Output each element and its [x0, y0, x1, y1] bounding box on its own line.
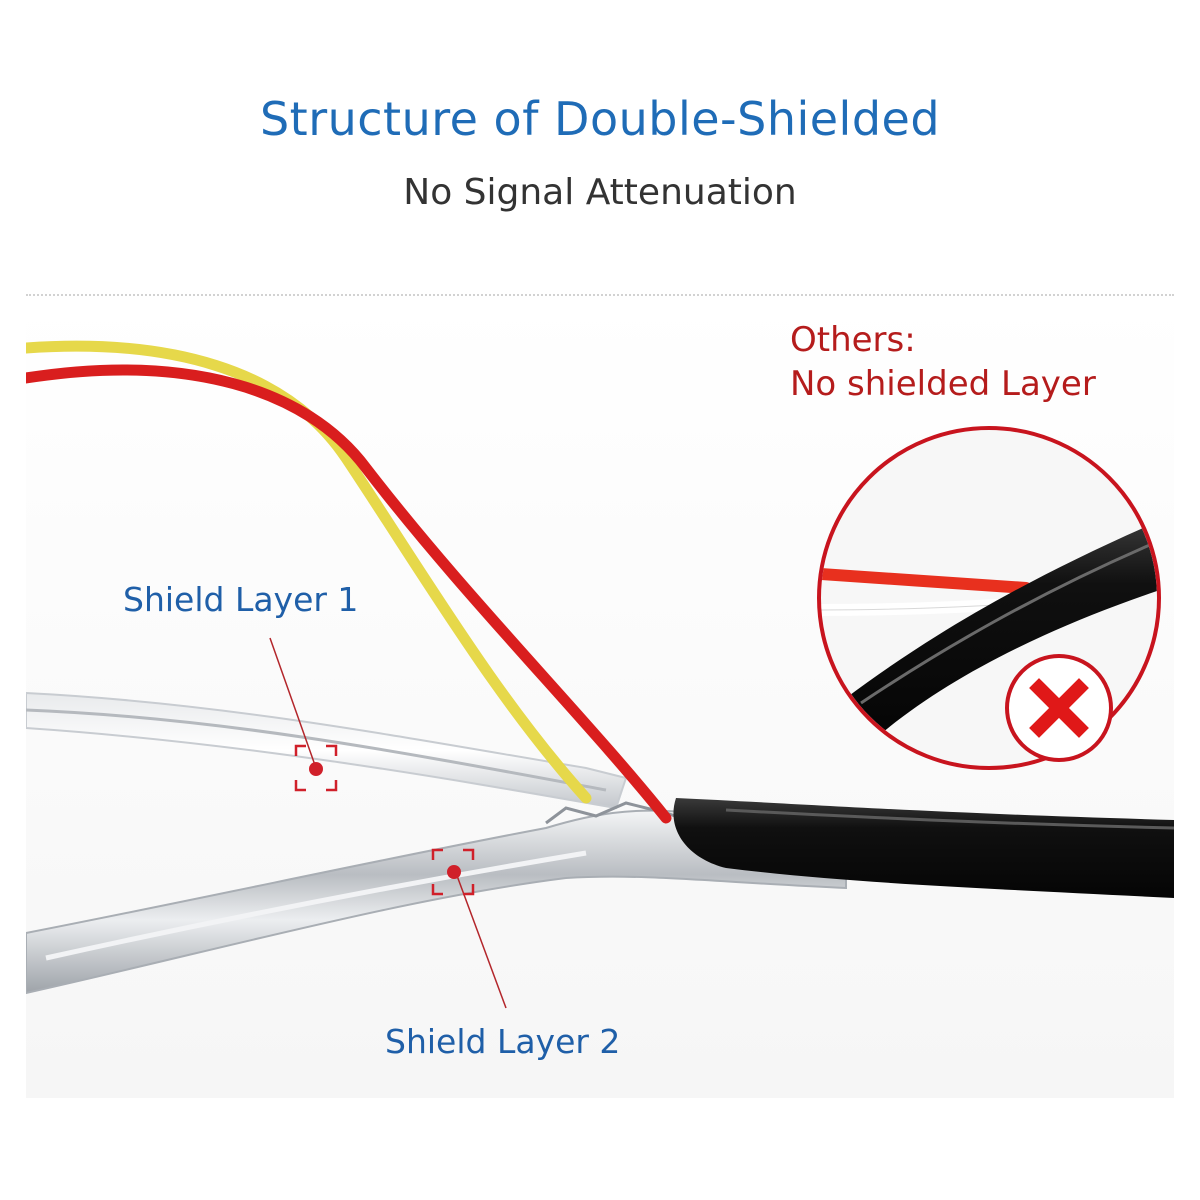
- jacket-highlight: [725, 808, 1174, 830]
- shield-1-pointer-line: [269, 637, 317, 769]
- shield-2-highlight: [45, 850, 587, 961]
- comparison-red-wire: [821, 567, 1032, 594]
- shield-layer-1-label: Shield Layer 1: [123, 580, 359, 619]
- comparison-circle: [817, 426, 1161, 770]
- page-title: Structure of Double-Shielded: [259, 92, 941, 146]
- shield-1-highlight: [26, 708, 607, 792]
- shield-2-crosshair-icon: [431, 848, 475, 896]
- shield-2-dot: [447, 865, 461, 879]
- comparison-caption: Others: No shielded Layer: [790, 318, 1096, 406]
- yellow-wire: [26, 340, 592, 804]
- red-wire: [26, 364, 672, 824]
- cable-photo: [26, 298, 1174, 1098]
- shield-2-pointer-line: [455, 872, 507, 1009]
- comparison-caption-line2: No shielded Layer: [790, 364, 1096, 404]
- comparison-caption-line1: Others:: [790, 320, 916, 360]
- shield-1-crosshair-icon: [294, 744, 338, 792]
- shield-layer-2-label: Shield Layer 2: [385, 1022, 621, 1061]
- page-subtitle: No Signal Attenuation: [403, 172, 797, 213]
- shield-layer-2-cable: [26, 809, 847, 995]
- foil-wrinkle: [545, 801, 697, 825]
- x-mark-icon: [1005, 654, 1113, 762]
- shield-1-dot: [309, 762, 323, 776]
- dotted-divider: [26, 294, 1174, 296]
